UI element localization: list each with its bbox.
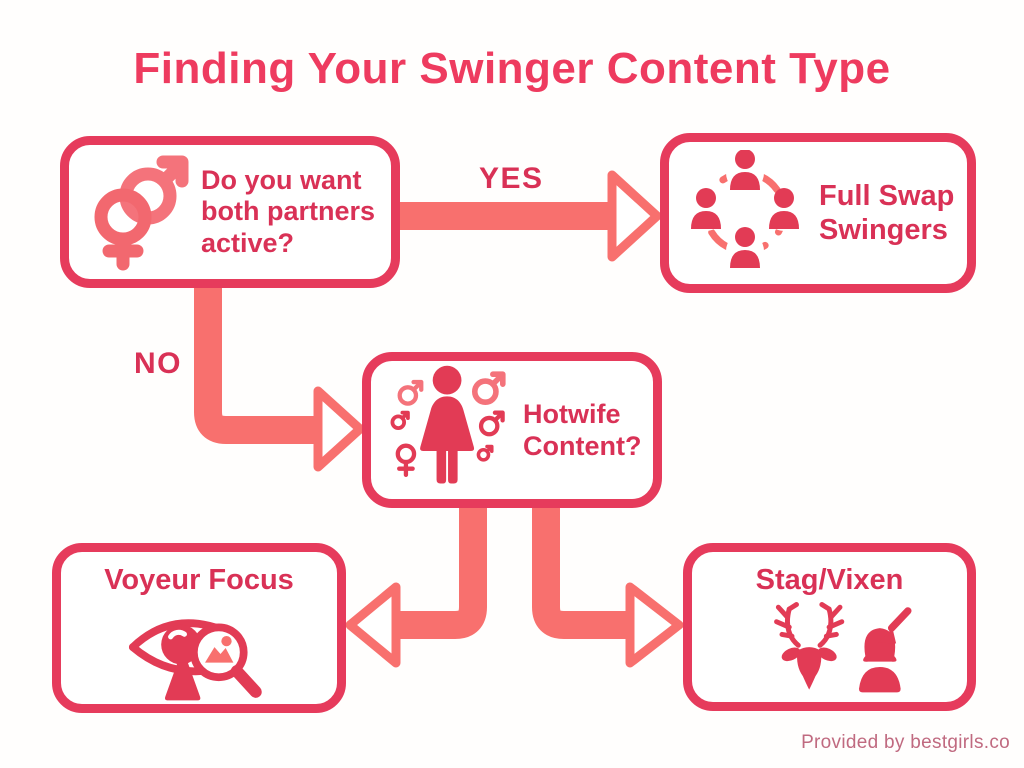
page-title: Finding Your Swinger Content Type xyxy=(133,44,891,93)
stag-head-woman-arrow-icon xyxy=(738,600,922,701)
woman-male-symbols-icon xyxy=(385,361,513,500)
node-voyeur-focus: Voyeur Focus xyxy=(52,543,346,713)
edge-voyeur-line xyxy=(398,504,487,639)
attribution-text: Provided by bestgirls.co xyxy=(801,732,1010,753)
edge-no-line xyxy=(194,284,320,444)
node-hotwife-content: Hotwife Content? xyxy=(362,352,662,508)
node-label: Do you want both partners active? xyxy=(201,165,376,258)
arrowhead-voyeur-icon xyxy=(345,582,401,668)
node-decision-both-partners: Do you want both partners active? xyxy=(60,136,400,288)
arrowhead-no-icon xyxy=(313,386,365,472)
eye-magnifier-photo-icon xyxy=(122,599,276,708)
arrowhead-yes-icon xyxy=(607,170,662,262)
node-stag-vixen: Stag/Vixen xyxy=(683,543,976,711)
edge-label-yes: YES xyxy=(479,162,544,195)
node-label: Stag/Vixen xyxy=(755,564,904,596)
node-label: Hotwife Content? xyxy=(523,398,642,461)
edge-stag-line xyxy=(532,504,632,639)
arrowhead-stag-icon xyxy=(625,582,684,668)
male-female-symbols-icon xyxy=(85,149,189,276)
people-circle-icon xyxy=(685,148,805,277)
edge-label-no: NO xyxy=(134,347,182,380)
node-label: Voyeur Focus xyxy=(104,564,294,596)
node-label: Full Swap Swingers xyxy=(819,179,955,246)
node-full-swap-swingers: Full Swap Swingers xyxy=(660,133,976,293)
